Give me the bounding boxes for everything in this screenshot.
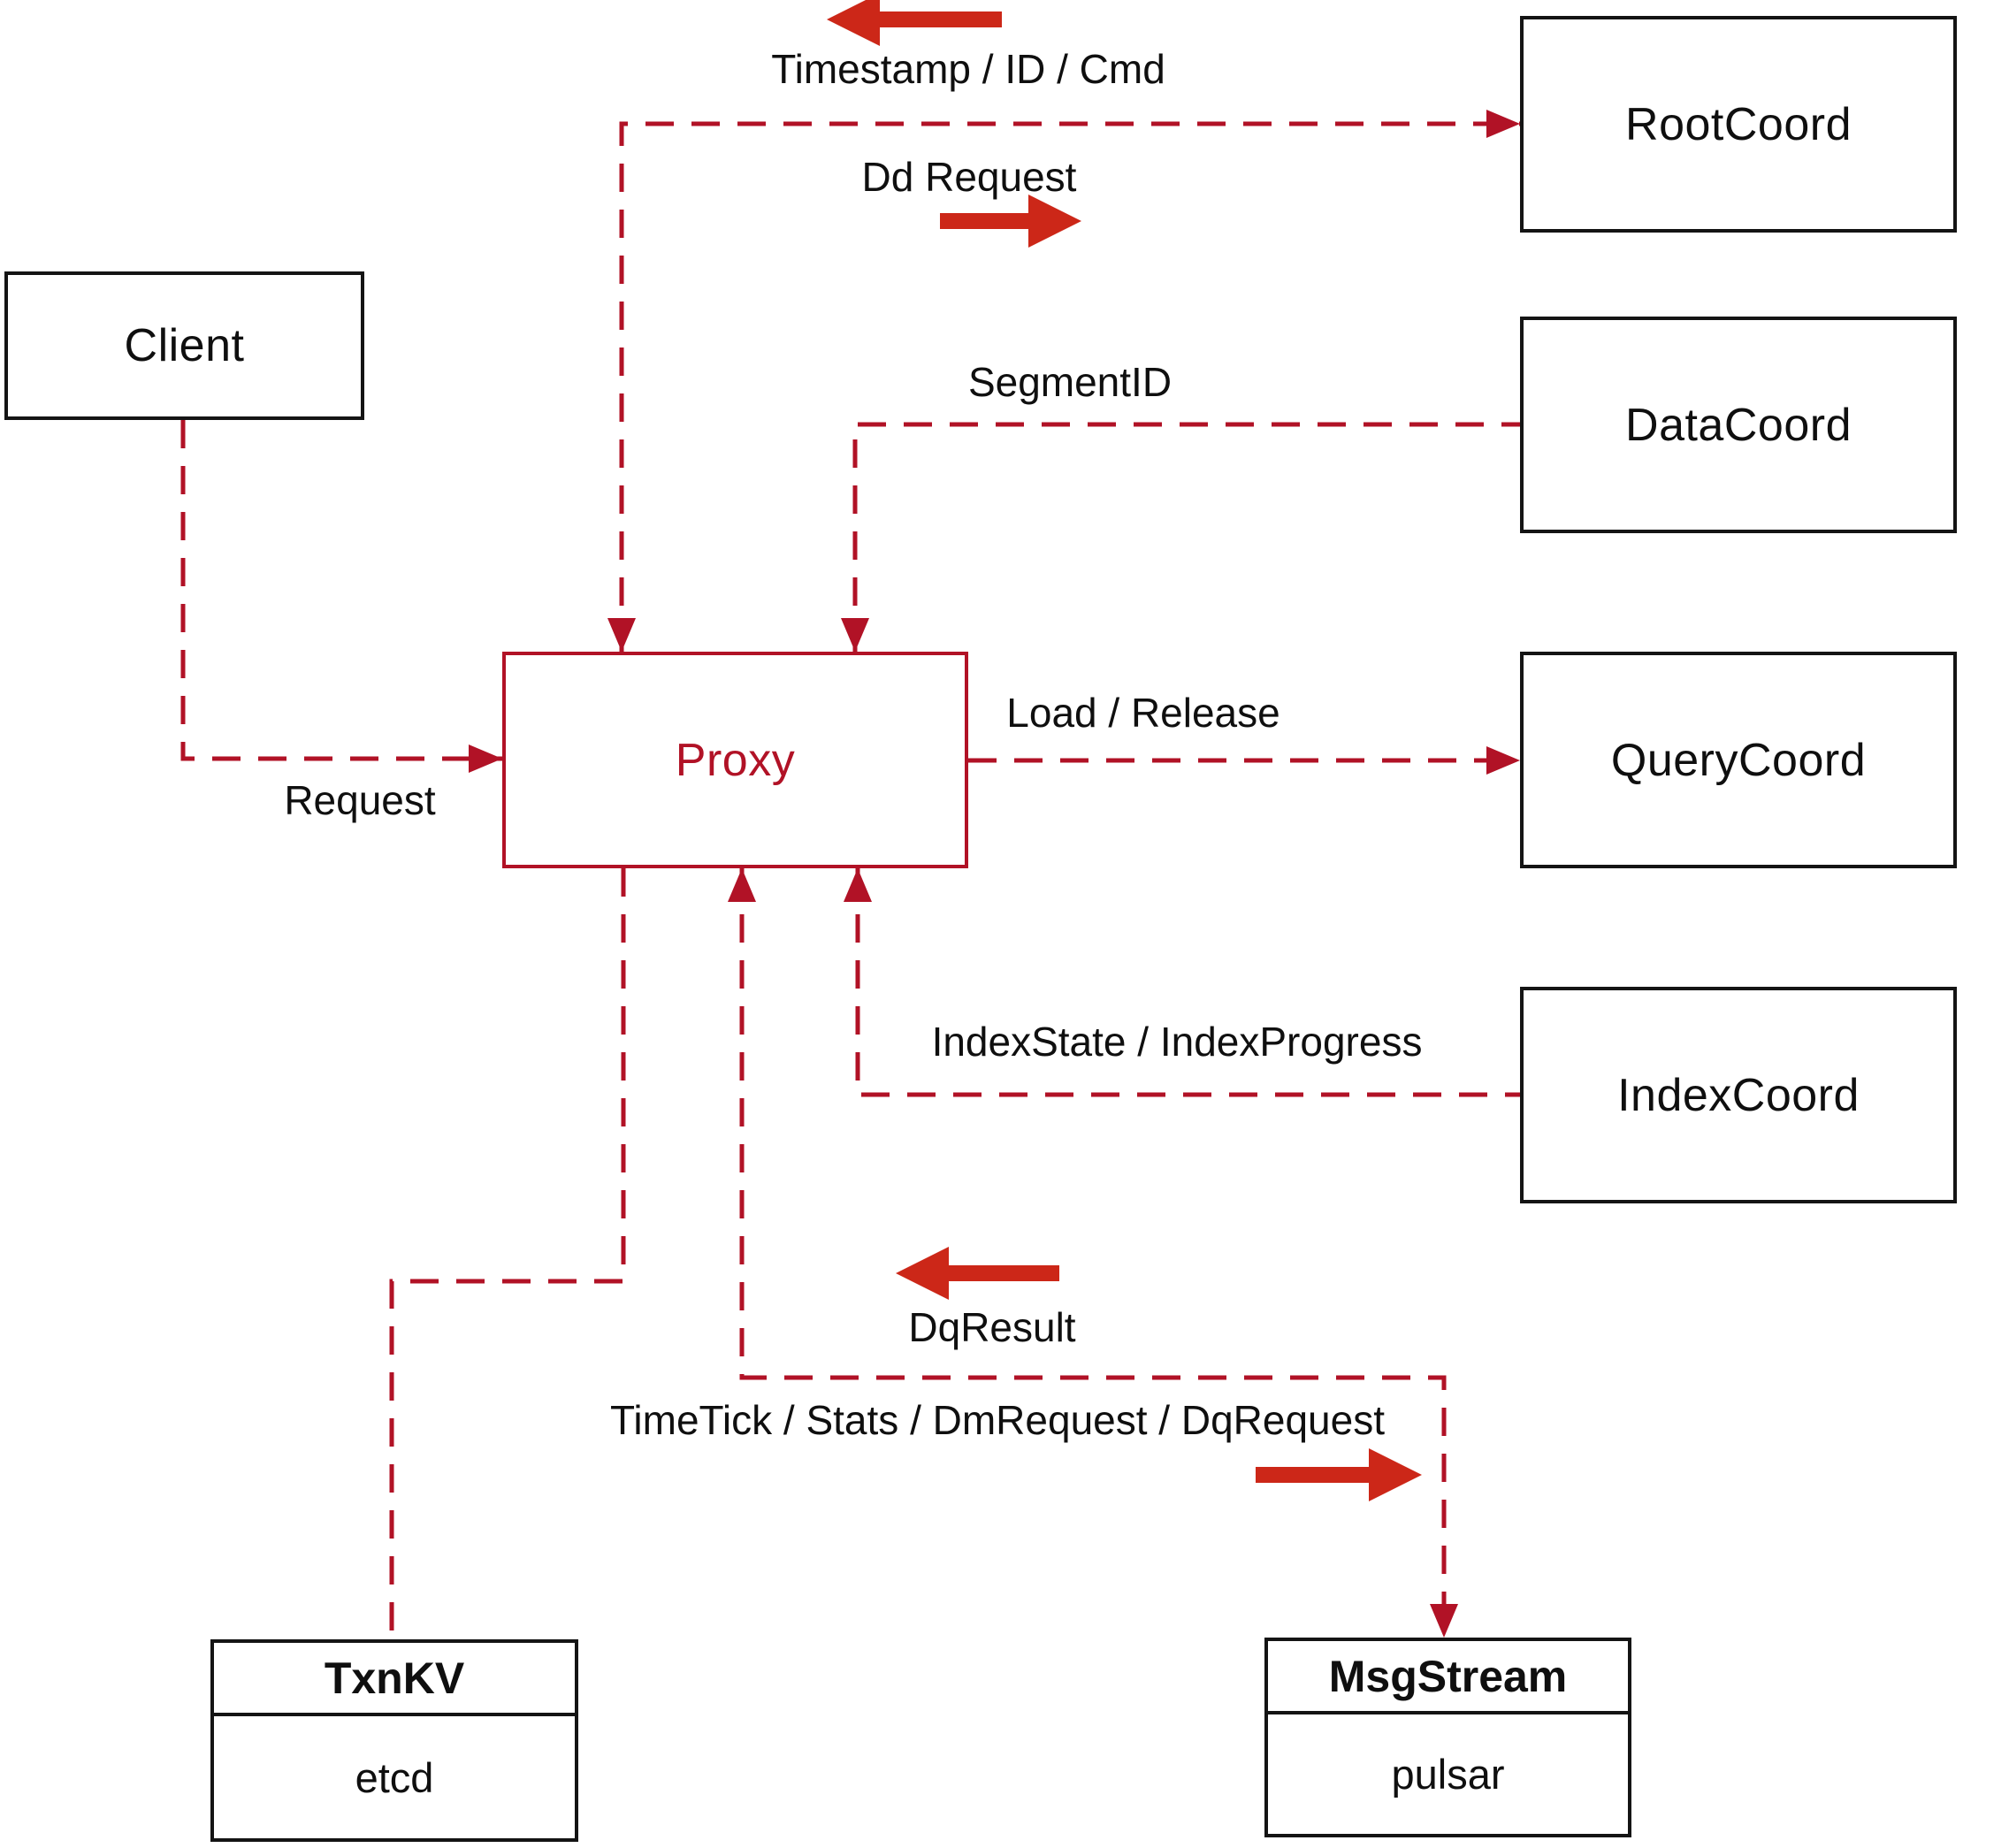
node-proxy: Proxy	[502, 652, 968, 868]
node-rootcoord-label: RootCoord	[1625, 98, 1852, 150]
node-querycoord-label: QueryCoord	[1610, 734, 1867, 786]
node-client-label: Client	[124, 320, 245, 371]
connector-proxy-msgstream-arrowhead	[728, 868, 756, 902]
node-msgstream: MsgStream pulsar	[1264, 1638, 1631, 1837]
dd-request-flow-arrow	[940, 195, 1081, 248]
edge-label-segment-id: SegmentID	[967, 359, 1173, 405]
node-datacoord-label: DataCoord	[1625, 399, 1852, 451]
node-client: Client	[4, 271, 364, 420]
connector-proxy-datacoord	[852, 422, 1520, 652]
edge-label-dq-result: DqResult	[908, 1304, 1076, 1350]
timetick-flow-arrow	[1256, 1448, 1422, 1501]
connector-proxy-indexcoord	[855, 868, 1520, 1097]
node-indexcoord: IndexCoord	[1520, 987, 1957, 1203]
connector-proxy-rootcoord	[619, 121, 1520, 652]
connector-proxy-datacoord-arrowhead	[841, 618, 869, 652]
edge-label-dd-request: Dd Request	[861, 154, 1077, 200]
node-indexcoord-label: IndexCoord	[1617, 1069, 1860, 1121]
edge-label-timestamp-id-cmd: Timestamp / ID / Cmd	[771, 46, 1165, 92]
connector-proxy-msgstream-arrowhead	[1430, 1604, 1458, 1638]
node-txnkv-title: TxnKV	[214, 1643, 575, 1716]
node-msgstream-subtitle: pulsar	[1391, 1751, 1505, 1798]
node-msgstream-title: MsgStream	[1268, 1641, 1628, 1714]
connector-proxy-rootcoord-arrowhead	[607, 618, 636, 652]
dq-result-flow-arrow	[896, 1247, 1059, 1300]
node-querycoord: QueryCoord	[1520, 652, 1957, 868]
connector-client-proxy	[180, 420, 502, 761]
connector-proxy-txnkv	[389, 868, 626, 1639]
edge-label-index-state: IndexState / IndexProgress	[931, 1019, 1423, 1065]
node-datacoord: DataCoord	[1520, 317, 1957, 533]
edge-label-timetick: TimeTick / Stats / DmRequest / DqRequest	[610, 1397, 1385, 1443]
connector-proxy-indexcoord-arrowhead	[844, 868, 872, 902]
node-proxy-label: Proxy	[675, 734, 796, 786]
connector-proxy-querycoord-arrowhead	[1486, 746, 1520, 775]
connector-proxy-rootcoord-arrowhead	[1486, 110, 1520, 138]
connector-client-proxy-arrowhead	[469, 745, 502, 773]
edge-label-load-release: Load / Release	[1006, 690, 1280, 736]
timestamp-flow-arrow	[827, 0, 1002, 46]
node-txnkv: TxnKV etcd	[210, 1639, 578, 1842]
connector-proxy-msgstream	[739, 868, 1447, 1638]
edge-label-request: Request	[284, 777, 436, 823]
node-rootcoord: RootCoord	[1520, 16, 1957, 233]
node-txnkv-subtitle: etcd	[355, 1753, 434, 1801]
